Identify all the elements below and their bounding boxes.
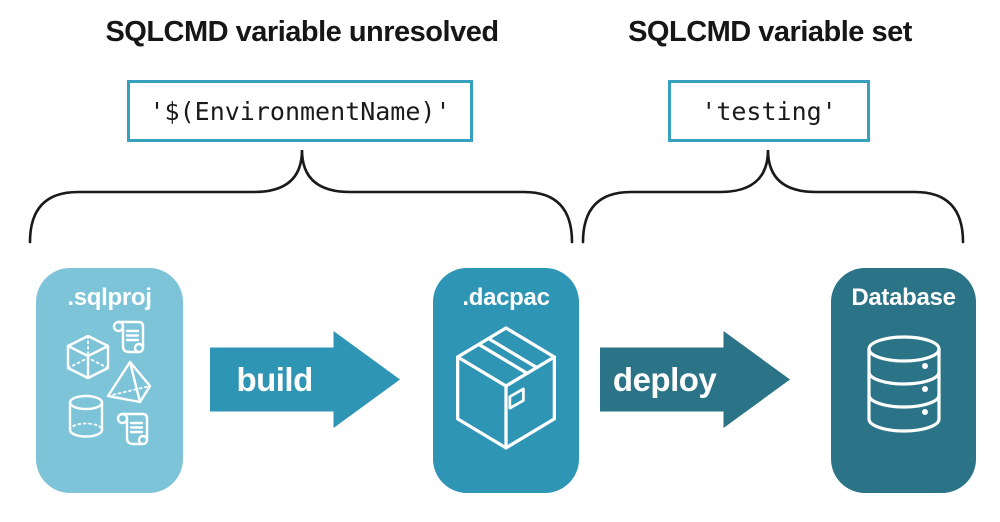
package-box-icon: [456, 326, 556, 450]
code-text-testing-value: 'testing': [701, 96, 837, 126]
right-brace: [581, 149, 965, 244]
code-box-testing-value: 'testing': [668, 80, 870, 142]
deploy-arrow: deploy: [600, 331, 790, 428]
node-sqlproj: .sqlproj: [36, 268, 183, 493]
left-brace: [28, 149, 574, 244]
node-dacpac: .dacpac: [433, 268, 579, 493]
heading-sqlcmd-set: SQLCMD variable set: [628, 16, 912, 48]
sql-project-objects-icon: [66, 320, 151, 446]
code-box-environment-variable: '$(EnvironmentName)': [127, 80, 473, 142]
node-dacpac-label: .dacpac: [462, 284, 550, 311]
code-text-environment-variable: '$(EnvironmentName)': [149, 96, 451, 126]
database-cylinder-icon: [866, 335, 941, 433]
node-database-label: Database: [851, 284, 956, 311]
deploy-arrow-label: deploy: [612, 360, 717, 398]
node-sqlproj-label: .sqlproj: [67, 284, 152, 311]
build-arrow: build: [210, 331, 400, 428]
heading-sqlcmd-unresolved: SQLCMD variable unresolved: [105, 16, 499, 48]
build-arrow-label: build: [236, 360, 313, 398]
node-database: Database: [831, 268, 976, 493]
